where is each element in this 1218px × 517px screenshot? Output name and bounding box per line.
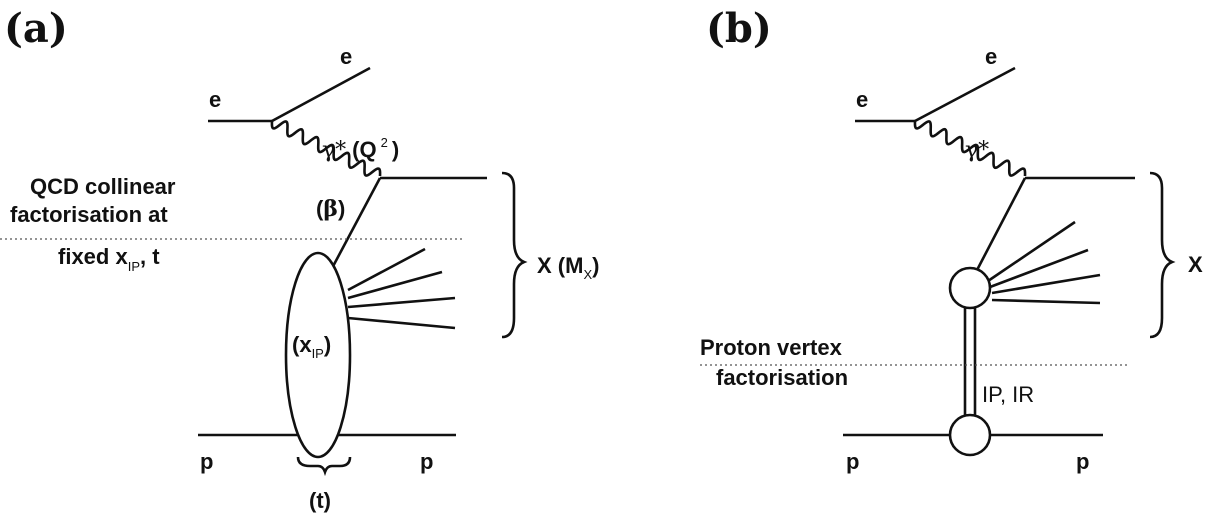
remnant-line [989,248,1089,289]
exchange-label: IP, IR [982,382,1034,407]
incoming-proton-label: p [846,449,859,474]
incoming-electron-label: e [856,87,868,112]
t-label: (t) [309,488,331,513]
pomeron-ellipse [284,251,352,459]
panel-b: (b) e e γ* IP, IR Proton vertex factoris… [700,5,1203,474]
x-system-brace [1149,171,1176,339]
outgoing-electron-label: e [340,44,352,69]
parton-line [974,177,1027,273]
x-ip-label: (xIP) [292,332,331,361]
factorisation-label-line2: factorisation [716,365,848,390]
outgoing-electron-line [914,66,1016,123]
t-brace [296,456,352,477]
x-system-brace [501,171,528,339]
beta-label: (β) [316,196,345,222]
factorisation-label-line2: factorisation at [10,202,168,227]
remnant-line [347,247,426,292]
photon-label: γ* (Q 2 ) [322,134,399,163]
remnant-line [347,296,456,309]
remnant-line [987,220,1076,283]
photon-label: γ* [965,138,989,163]
panel-a: (a) e e γ* (Q 2 ) (β) QCD collinear fact… [0,5,599,513]
panel-a-label: (a) [4,5,68,52]
incoming-electron-label: e [209,87,221,112]
factorisation-label-line3: fixed xIP, t [58,244,160,274]
factorisation-label-line1: Proton vertex [700,335,843,360]
virtual-photon-line [913,120,1027,177]
upper-vertex-circle [948,266,992,310]
outgoing-proton-label: p [420,449,433,474]
outgoing-proton-label: p [1076,449,1089,474]
x-system-label: X (MX) [537,253,599,282]
remnant-line [347,316,456,330]
remnant-line [991,273,1101,295]
outgoing-electron-label: e [985,44,997,69]
proton-vertex-circle [948,413,992,457]
incoming-proton-label: p [200,449,213,474]
remnant-line [991,298,1101,305]
outgoing-electron-line [271,66,371,123]
panel-b-label: (b) [706,5,772,52]
remnant-line [347,270,443,300]
factorisation-label-line1: QCD collinear [30,174,176,199]
parton-line [328,177,382,273]
x-system-label: X [1188,252,1203,277]
virtual-photon-line [270,120,382,177]
